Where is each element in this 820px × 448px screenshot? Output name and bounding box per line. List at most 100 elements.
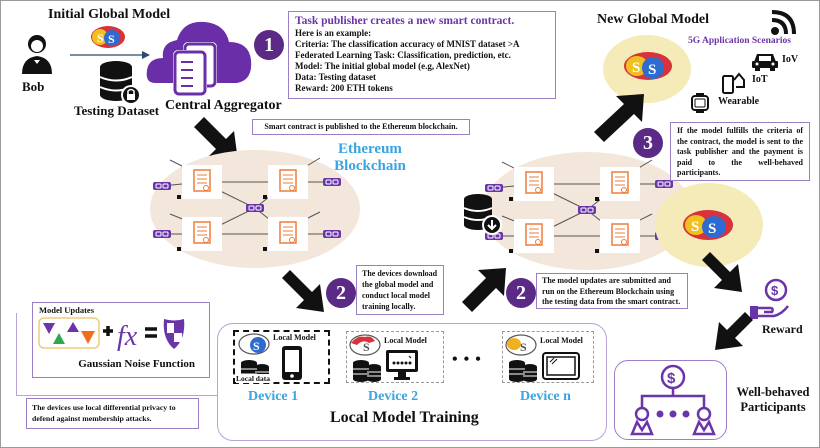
arrow-to-blockchain-submit bbox=[462, 268, 506, 312]
smartwatch-icon bbox=[691, 93, 709, 113]
step-3-text: If the model fulfills the criteria of th… bbox=[677, 126, 803, 177]
testing-dataset-label: Testing Dataset bbox=[74, 103, 160, 118]
svg-text:$: $ bbox=[667, 370, 676, 387]
local-data-label: Local data bbox=[236, 374, 270, 383]
svg-text:S: S bbox=[691, 219, 699, 235]
local-model-label: Local Model bbox=[540, 336, 583, 345]
device-1-frame bbox=[233, 330, 330, 384]
arrow-to-blockchain bbox=[194, 117, 238, 161]
ethereum-blockchain-label: Ethereum Blockchain bbox=[330, 141, 410, 175]
update-triangle-icon bbox=[67, 322, 79, 332]
smart-contract-title: Task publisher creates a new smart contr… bbox=[295, 15, 515, 27]
local-data-stack-icon bbox=[353, 360, 381, 382]
privacy-bracket bbox=[16, 313, 217, 396]
person-icon bbox=[22, 35, 52, 74]
update-triangle-icon bbox=[53, 333, 65, 344]
step-1-badge: 1 bbox=[254, 30, 284, 60]
smart-contract-box: Task publisher creates a new smart contr… bbox=[288, 11, 556, 99]
participants-line2: Participants bbox=[740, 400, 806, 414]
device-2-frame bbox=[346, 331, 444, 383]
device-n-text: Device n bbox=[520, 389, 571, 404]
seal-icon bbox=[535, 239, 541, 245]
lock-icon bbox=[263, 247, 267, 251]
svg-text:S: S bbox=[520, 340, 527, 354]
step-2-download-text: The devices download the global model an… bbox=[362, 269, 438, 311]
reward-hand-coin-icon: $ bbox=[750, 278, 789, 319]
contract-line: Reward: 200 ETH tokens bbox=[295, 83, 393, 93]
step-2-download-box: The devices download the global model an… bbox=[356, 265, 444, 315]
arrow-to-participants bbox=[715, 312, 753, 350]
local-training-panel bbox=[217, 323, 607, 441]
privacy-note-text: The devices use local differential priva… bbox=[32, 403, 176, 423]
desktop-monitor-icon bbox=[386, 350, 418, 380]
arrow-to-new-model bbox=[594, 94, 644, 142]
participants-network-icon: $ bbox=[630, 364, 716, 436]
scenario-wearable: Wearable bbox=[718, 96, 760, 107]
lock-icon bbox=[263, 195, 267, 199]
arrow-to-aggregator bbox=[70, 51, 150, 59]
step-2-submit-box: The model updates are submitted and run … bbox=[536, 273, 688, 309]
brain-icon: S bbox=[238, 333, 270, 355]
lock-icon bbox=[177, 195, 181, 199]
svg-text:S: S bbox=[253, 339, 260, 353]
device-n-label: Device n bbox=[520, 389, 571, 405]
svg-text:S: S bbox=[97, 31, 104, 45]
seal-icon bbox=[203, 185, 209, 191]
svg-text:$: $ bbox=[771, 283, 779, 298]
participants-line1: Well-behaved bbox=[736, 385, 810, 399]
step-2-submit-text: The model updates are submitted and run … bbox=[542, 276, 681, 306]
smartphone-icon bbox=[282, 346, 302, 380]
published-note-text: Smart contract is published to the Ether… bbox=[264, 122, 458, 131]
device-n-frame bbox=[502, 331, 594, 383]
brain-icon: S bbox=[505, 334, 537, 356]
published-note: Smart contract is published to the Ether… bbox=[252, 119, 470, 135]
database-lock-icon bbox=[99, 61, 141, 105]
step-3-badge: 3 bbox=[633, 128, 663, 158]
seal-icon bbox=[203, 237, 209, 243]
seal-icon bbox=[535, 187, 541, 193]
gaussian-noise-label: Gaussian Noise Function bbox=[78, 358, 195, 370]
ethereum-label-line1: Ethereum bbox=[338, 141, 402, 157]
device-1-label: Device 1 bbox=[248, 389, 299, 404]
plus-icon bbox=[103, 326, 113, 336]
device-2-label: Device 2 bbox=[368, 389, 419, 404]
lock-icon bbox=[177, 247, 181, 251]
privacy-box: Model Updates fx Gaussian Noise Function bbox=[32, 302, 210, 378]
iot-devices-icon bbox=[722, 72, 745, 94]
database-download-icon bbox=[463, 194, 502, 235]
model-updates-frame bbox=[38, 317, 100, 349]
svg-text:S: S bbox=[108, 32, 115, 46]
5g-scenarios-title: 5G Application Scenarios bbox=[688, 36, 791, 46]
step-2-download-badge: 2 bbox=[326, 278, 356, 308]
brain-icon: S S bbox=[624, 52, 672, 80]
tablet-icon bbox=[542, 352, 580, 380]
bob-label: Bob bbox=[22, 79, 45, 94]
car-icon bbox=[752, 54, 778, 71]
contract-document-icon bbox=[525, 223, 543, 246]
blockchain-graph-left bbox=[153, 157, 341, 251]
arrow-to-reward bbox=[702, 252, 742, 292]
scenario-iot: IoT bbox=[752, 74, 768, 85]
svg-text:S: S bbox=[648, 62, 656, 78]
wireless-signal-icon bbox=[771, 10, 796, 35]
function-fx-icon: fx bbox=[117, 321, 138, 352]
scenario-iov: IoV bbox=[782, 54, 799, 65]
lock-icon bbox=[509, 197, 513, 201]
reward-label: Reward bbox=[762, 322, 803, 336]
lock-icon bbox=[595, 197, 599, 201]
svg-text:S: S bbox=[632, 60, 640, 76]
local-data-stack-icon bbox=[509, 360, 537, 382]
initial-model-label: Initial Global Model bbox=[48, 7, 171, 22]
arrow-to-devices bbox=[282, 270, 324, 312]
contract-document-icon bbox=[611, 223, 629, 246]
seal-icon bbox=[289, 185, 295, 191]
participants-box bbox=[614, 360, 727, 440]
local-model-training-title: Local Model Training bbox=[330, 409, 479, 426]
seal-icon bbox=[289, 237, 295, 243]
brain-icon: S S bbox=[683, 210, 733, 240]
contract-document-icon bbox=[611, 171, 629, 194]
contract-line: Federated Learning Task: Classification,… bbox=[295, 50, 511, 60]
contract-document-icon bbox=[525, 171, 543, 194]
well-behaved-participants-label: Well-behaved Participants bbox=[732, 385, 814, 415]
brain-icon: S bbox=[349, 334, 381, 356]
